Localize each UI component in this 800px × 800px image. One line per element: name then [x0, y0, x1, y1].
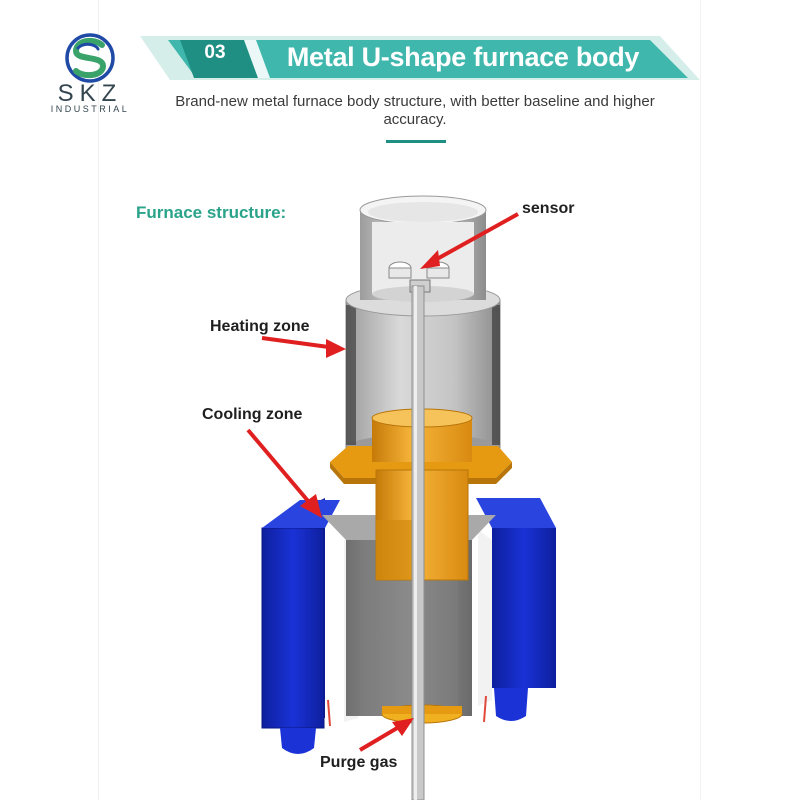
brand-tagline: INDUSTRIAL — [50, 104, 130, 114]
brand-name: SKZ — [57, 80, 123, 107]
label-purge-gas: Purge gas — [320, 754, 398, 771]
sensor-arrow — [420, 212, 519, 269]
heating-zone-arrow — [261, 336, 346, 358]
section-subtitle: Brand-new metal furnace body structure, … — [175, 93, 655, 128]
purge-gas-arrow — [358, 718, 414, 752]
label-heating-zone: Heating zone — [210, 318, 310, 335]
left-guide-line — [98, 0, 99, 800]
label-sensor: sensor — [522, 200, 575, 217]
section-title: Metal U-shape furnace body — [286, 42, 640, 72]
right-guide-line — [700, 0, 701, 800]
subtitle-underline — [386, 140, 446, 143]
cooling-zone-arrow — [246, 428, 322, 518]
section-banner — [140, 36, 700, 80]
label-cooling-zone: Cooling zone — [202, 406, 303, 423]
skz-logo-icon — [65, 33, 115, 83]
section-number: 03 — [204, 42, 226, 63]
diagram-title: Furnace structure: — [136, 203, 287, 222]
center-rod — [411, 285, 425, 800]
